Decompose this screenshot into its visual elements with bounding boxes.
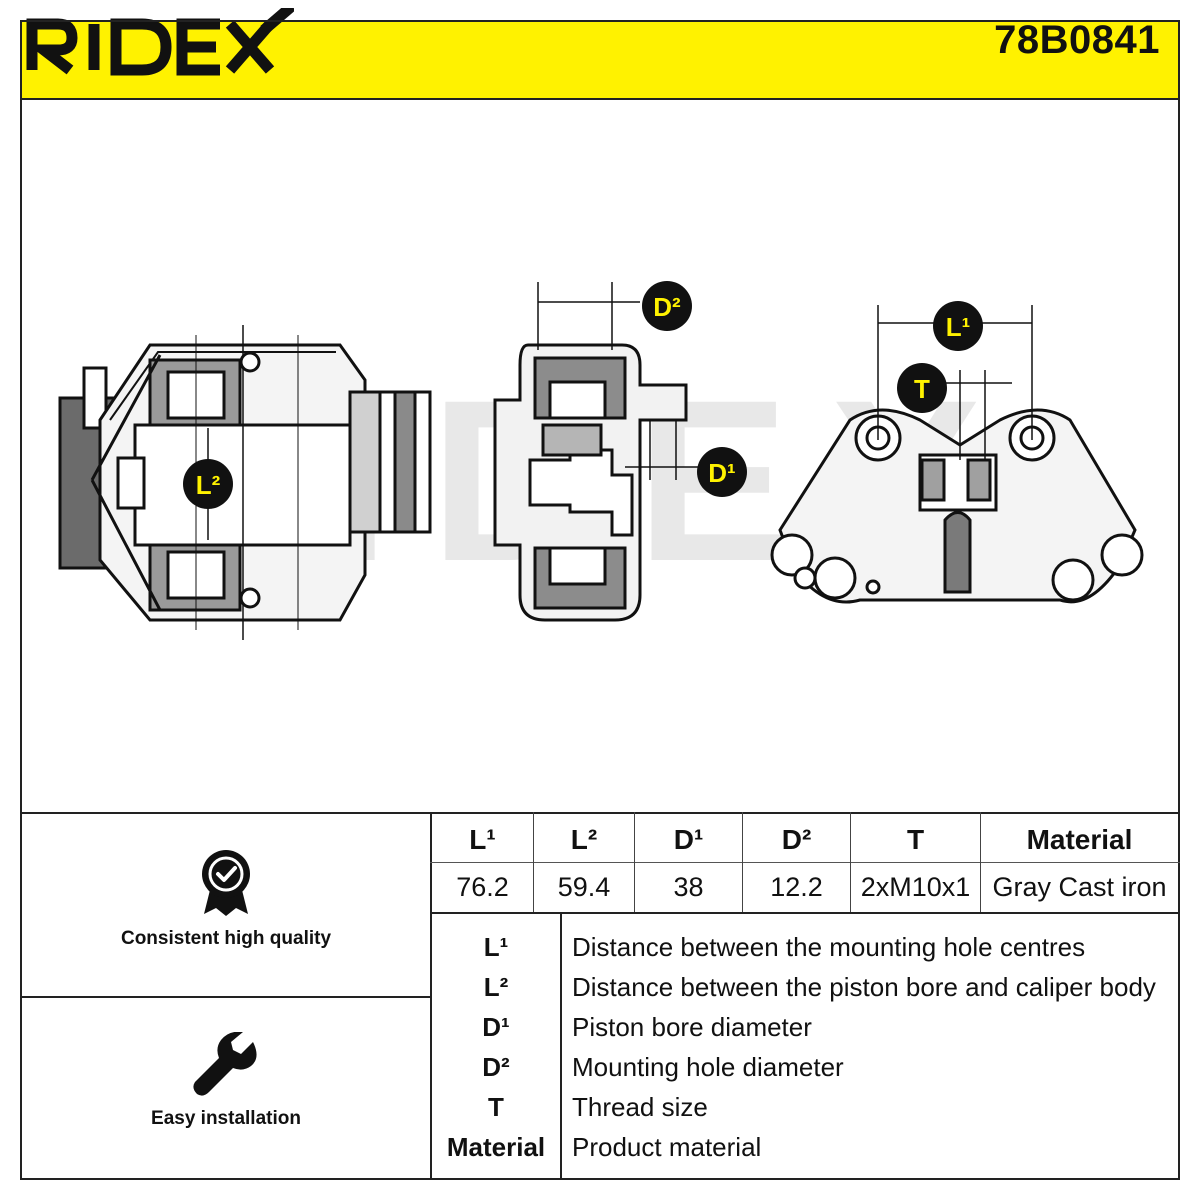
outer-frame xyxy=(20,20,1180,1180)
part-number: 78B0841 xyxy=(994,18,1160,62)
feature-quality: Consistent high quality xyxy=(22,848,430,950)
legend-abbr-d1: D¹ xyxy=(482,1012,510,1042)
spec-bottom-line xyxy=(430,912,1180,914)
quality-badge-icon xyxy=(202,850,250,916)
callout-l2: L² xyxy=(183,459,233,509)
legend-divider xyxy=(560,912,562,1180)
spec-value-d1: 38 xyxy=(673,871,704,902)
legend-desc-l2: Distance between the piston bore and cal… xyxy=(572,972,1156,1002)
spec-header-material: Material xyxy=(1026,824,1133,855)
caliper-drawing: RIDEX xyxy=(58,281,1144,640)
spec-header-d2: D² xyxy=(781,824,812,855)
ridex-logo xyxy=(26,8,294,76)
legend-abbr-d2: D² xyxy=(482,1052,510,1082)
spec-header-t: T xyxy=(906,824,925,855)
spec-col-divider xyxy=(980,812,981,912)
spec-value-l2: 59.4 xyxy=(557,871,611,902)
svg-text:L²: L² xyxy=(196,470,221,500)
spec-col-divider xyxy=(850,812,851,912)
callout-d2: D² xyxy=(642,281,692,331)
legend-abbr-l1: L¹ xyxy=(483,932,509,962)
spec-value-d2: 12.2 xyxy=(770,871,823,902)
legend-desc-l1: Distance between the mounting hole centr… xyxy=(572,932,1086,962)
legend-desc-t: Thread size xyxy=(572,1092,708,1122)
legend-abbr-t: T xyxy=(488,1092,504,1122)
spec-col-divider xyxy=(533,812,534,912)
spec-header-line xyxy=(430,862,1180,863)
svg-text:D¹: D¹ xyxy=(708,458,735,488)
svg-text:L¹: L¹ xyxy=(946,312,971,342)
callout-t: T xyxy=(897,363,947,413)
wrench-icon xyxy=(193,1032,257,1096)
svg-text:D²: D² xyxy=(653,292,681,322)
caliper-mounting-view xyxy=(770,305,1144,604)
spec-col-divider xyxy=(742,812,743,912)
spec-header-l1: L¹ xyxy=(469,824,496,855)
legend-abbr-material: Material xyxy=(446,1132,546,1162)
caliper-side-view xyxy=(493,282,700,622)
feature-installation: Easy installation xyxy=(22,1032,430,1130)
spec-value-material: Gray Cast iron xyxy=(992,871,1167,902)
feature-divider xyxy=(20,996,432,998)
legend-desc-material: Product material xyxy=(572,1132,762,1162)
spec-header-d1: D¹ xyxy=(673,824,704,855)
spec-value-t: 2xM10x1 xyxy=(860,871,971,902)
feature-label: Consistent high quality xyxy=(120,928,332,949)
legend-abbr-l2: L² xyxy=(483,972,509,1002)
section-divider xyxy=(20,812,1180,814)
spec-header-l2: L² xyxy=(570,824,598,855)
legend-desc-d1: Piston bore diameter xyxy=(572,1012,812,1042)
callout-l1: L¹ xyxy=(933,301,983,351)
legend-desc-d2: Mounting hole diameter xyxy=(572,1052,844,1082)
feature-label: Easy installation xyxy=(151,1108,301,1129)
spec-col-divider xyxy=(634,812,635,912)
callout-d1: D¹ xyxy=(697,447,747,497)
svg-text:T: T xyxy=(914,374,930,404)
spec-value-l1: 76.2 xyxy=(456,871,509,902)
